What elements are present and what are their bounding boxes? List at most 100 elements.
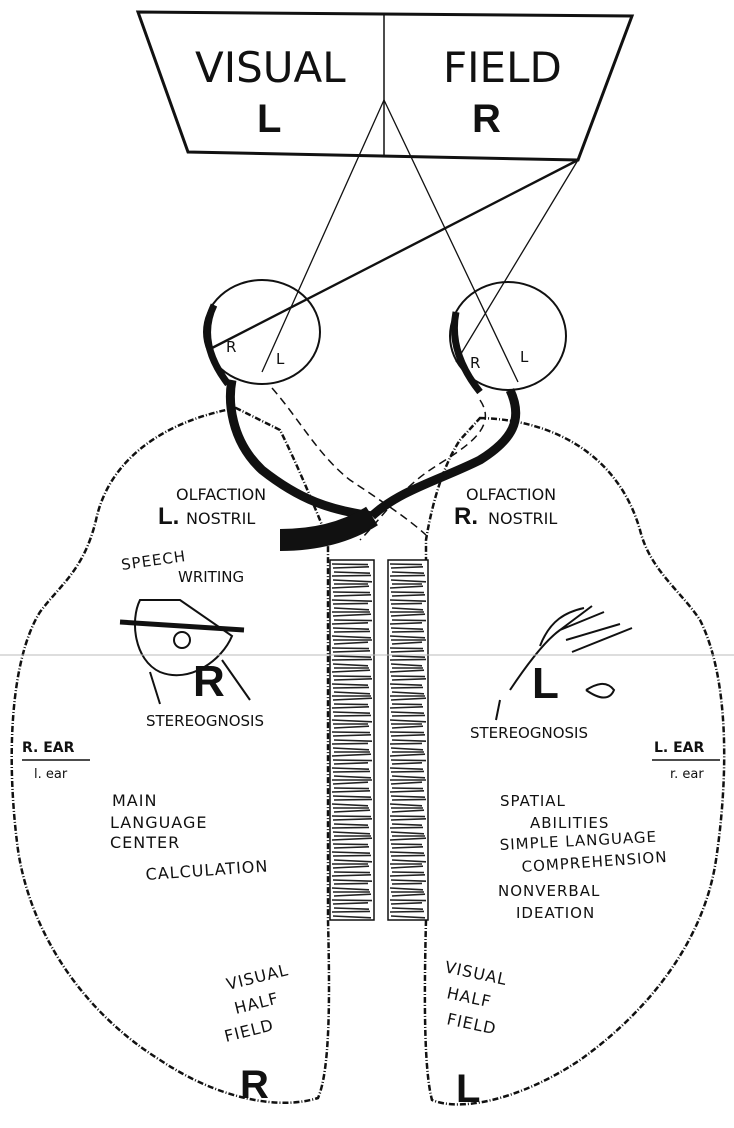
callosum-hatch-line bbox=[334, 799, 372, 800]
left-function-line-1: MAIN bbox=[112, 791, 157, 810]
visual-field-left-letter: L bbox=[257, 97, 281, 141]
callosum-hatch-line bbox=[334, 620, 372, 621]
callosum-hatch-line bbox=[332, 816, 371, 817]
left-visual-half-field-3: FIELD bbox=[222, 1015, 275, 1046]
callosum-hatch-line bbox=[332, 659, 372, 660]
callosum-hatch-line bbox=[392, 799, 426, 800]
callosum-hatch-line bbox=[390, 732, 424, 733]
callosum-hatch-line bbox=[390, 659, 426, 660]
left-eye-r-label: R bbox=[226, 338, 236, 356]
callosum-hatch-line bbox=[334, 788, 369, 789]
visual-field-right-letter: R bbox=[472, 97, 501, 141]
corpus-callosum bbox=[330, 560, 428, 920]
right-ear-sub-label: r. ear bbox=[670, 767, 704, 782]
right-nostril-label: NOSTRIL bbox=[488, 509, 557, 528]
callosum-hatch-line bbox=[391, 855, 425, 856]
left-field-letter: R bbox=[240, 1063, 269, 1107]
right-function-line-6: IDEATION bbox=[516, 904, 595, 922]
left-eye: R L bbox=[204, 280, 320, 384]
callosum-hatch-line bbox=[333, 687, 369, 688]
callosum-hatch-line bbox=[333, 676, 371, 677]
callosum-hatch-line bbox=[392, 883, 422, 884]
callosum-hatch-line bbox=[391, 676, 425, 677]
left-nostril-letter: L. bbox=[158, 503, 179, 530]
left-olfaction-label: OLFACTION bbox=[176, 485, 266, 504]
left-visual-half-field-1: VISUAL bbox=[224, 960, 290, 994]
callosum-hatch-line bbox=[390, 743, 422, 744]
callosum-hatch-line bbox=[332, 648, 369, 649]
left-visual-half-field-2: HALF bbox=[232, 989, 280, 1018]
callosum-hatch-line bbox=[390, 900, 426, 901]
callosum-hatch-line bbox=[332, 732, 370, 733]
writing-hand-icon bbox=[120, 600, 250, 704]
right-stereognosis-label: STEREOGNOSIS bbox=[470, 724, 588, 742]
visual-word: VISUAL bbox=[195, 43, 346, 92]
right-visual-half-field-3: FIELD bbox=[445, 1009, 498, 1038]
callosum-hatch-line bbox=[333, 760, 372, 761]
right-function-line-2: ABILITIES bbox=[530, 814, 609, 832]
callosum-hatch-line bbox=[333, 855, 371, 856]
right-eye-r-label: R bbox=[470, 354, 480, 372]
callosum-hatch-line bbox=[332, 564, 368, 565]
callosum-hatch-line bbox=[391, 687, 423, 688]
callosum-hatch-line bbox=[332, 911, 370, 912]
left-function-line-4: CALCULATION bbox=[145, 856, 269, 884]
callosum-hatch-line bbox=[333, 592, 370, 593]
callosum-hatch-line bbox=[390, 827, 423, 828]
callosum-hatch-line bbox=[334, 715, 371, 716]
right-visual-half-field-2: HALF bbox=[445, 983, 493, 1011]
left-ear-main-label: R. EAR bbox=[22, 740, 75, 756]
left-function-line-2: LANGUAGE bbox=[110, 813, 207, 832]
writing-label: WRITING bbox=[178, 568, 244, 586]
light-rays bbox=[212, 100, 578, 382]
field-word: FIELD bbox=[443, 43, 562, 92]
left-hand-letter: R bbox=[193, 657, 225, 706]
right-nostril-letter: R. bbox=[454, 503, 478, 530]
left-nostril-label: NOSTRIL bbox=[186, 509, 255, 528]
callosum-hatch-line bbox=[334, 872, 370, 873]
right-retina bbox=[454, 312, 480, 392]
callosum-hatch-line bbox=[392, 872, 424, 873]
callosum-hatch-line bbox=[390, 564, 422, 565]
callosum-hatch-line bbox=[392, 715, 425, 716]
callosum-hatch-line bbox=[332, 575, 371, 576]
left-function-line-3: CENTER bbox=[110, 833, 180, 852]
right-function-line-4: COMPREHENSION bbox=[521, 848, 668, 876]
right-eye-l-label: L bbox=[520, 348, 529, 366]
callosum-hatch-line bbox=[334, 631, 370, 632]
left-stereognosis-label: STEREOGNOSIS bbox=[146, 712, 264, 730]
callosum-hatch-line bbox=[333, 771, 370, 772]
right-hand-letter: L bbox=[532, 659, 559, 708]
left-eye-l-label: L bbox=[276, 350, 285, 368]
callosum-hatch-line bbox=[333, 844, 368, 845]
callosum-hatch-line bbox=[332, 827, 369, 828]
callosum-hatch-line bbox=[390, 575, 425, 576]
right-function-line-5: NONVERBAL bbox=[498, 882, 600, 900]
optic-tract-thick bbox=[280, 516, 372, 540]
callosum-hatch-line bbox=[332, 743, 368, 744]
callosum-hatch-line bbox=[391, 771, 424, 772]
resting-hand-icon bbox=[496, 606, 632, 720]
right-ear-main-label: L. EAR bbox=[654, 740, 705, 756]
callosum-hatch-line bbox=[392, 631, 424, 632]
left-ear-sub-label: l. ear bbox=[34, 767, 68, 782]
callosum-hatch-line bbox=[392, 788, 423, 789]
callosum-hatch-line bbox=[334, 883, 368, 884]
callosum-hatch-line bbox=[390, 816, 425, 817]
right-hemisphere-labels: OLFACTION R. NOSTRIL L STEREOGNOSIS L. E… bbox=[443, 485, 720, 1111]
callosum-hatch-line bbox=[391, 592, 424, 593]
callosum-hatch-line bbox=[333, 603, 368, 604]
right-eye: R L bbox=[450, 282, 566, 392]
right-function-line-1: SPATIAL bbox=[500, 792, 566, 810]
left-hemisphere-labels: OLFACTION L. NOSTRIL SPEECH WRITING R ST… bbox=[22, 485, 290, 1107]
callosum-hatch-line bbox=[391, 603, 422, 604]
callosum-hatch-line bbox=[390, 911, 424, 912]
callosum-hatch-line bbox=[390, 648, 423, 649]
right-olfaction-label: OLFACTION bbox=[466, 485, 556, 504]
callosum-hatch-line bbox=[332, 900, 372, 901]
callosum-hatch-line bbox=[392, 620, 426, 621]
callosum-hatch-line bbox=[334, 704, 368, 705]
right-field-letter: L bbox=[456, 1067, 480, 1111]
